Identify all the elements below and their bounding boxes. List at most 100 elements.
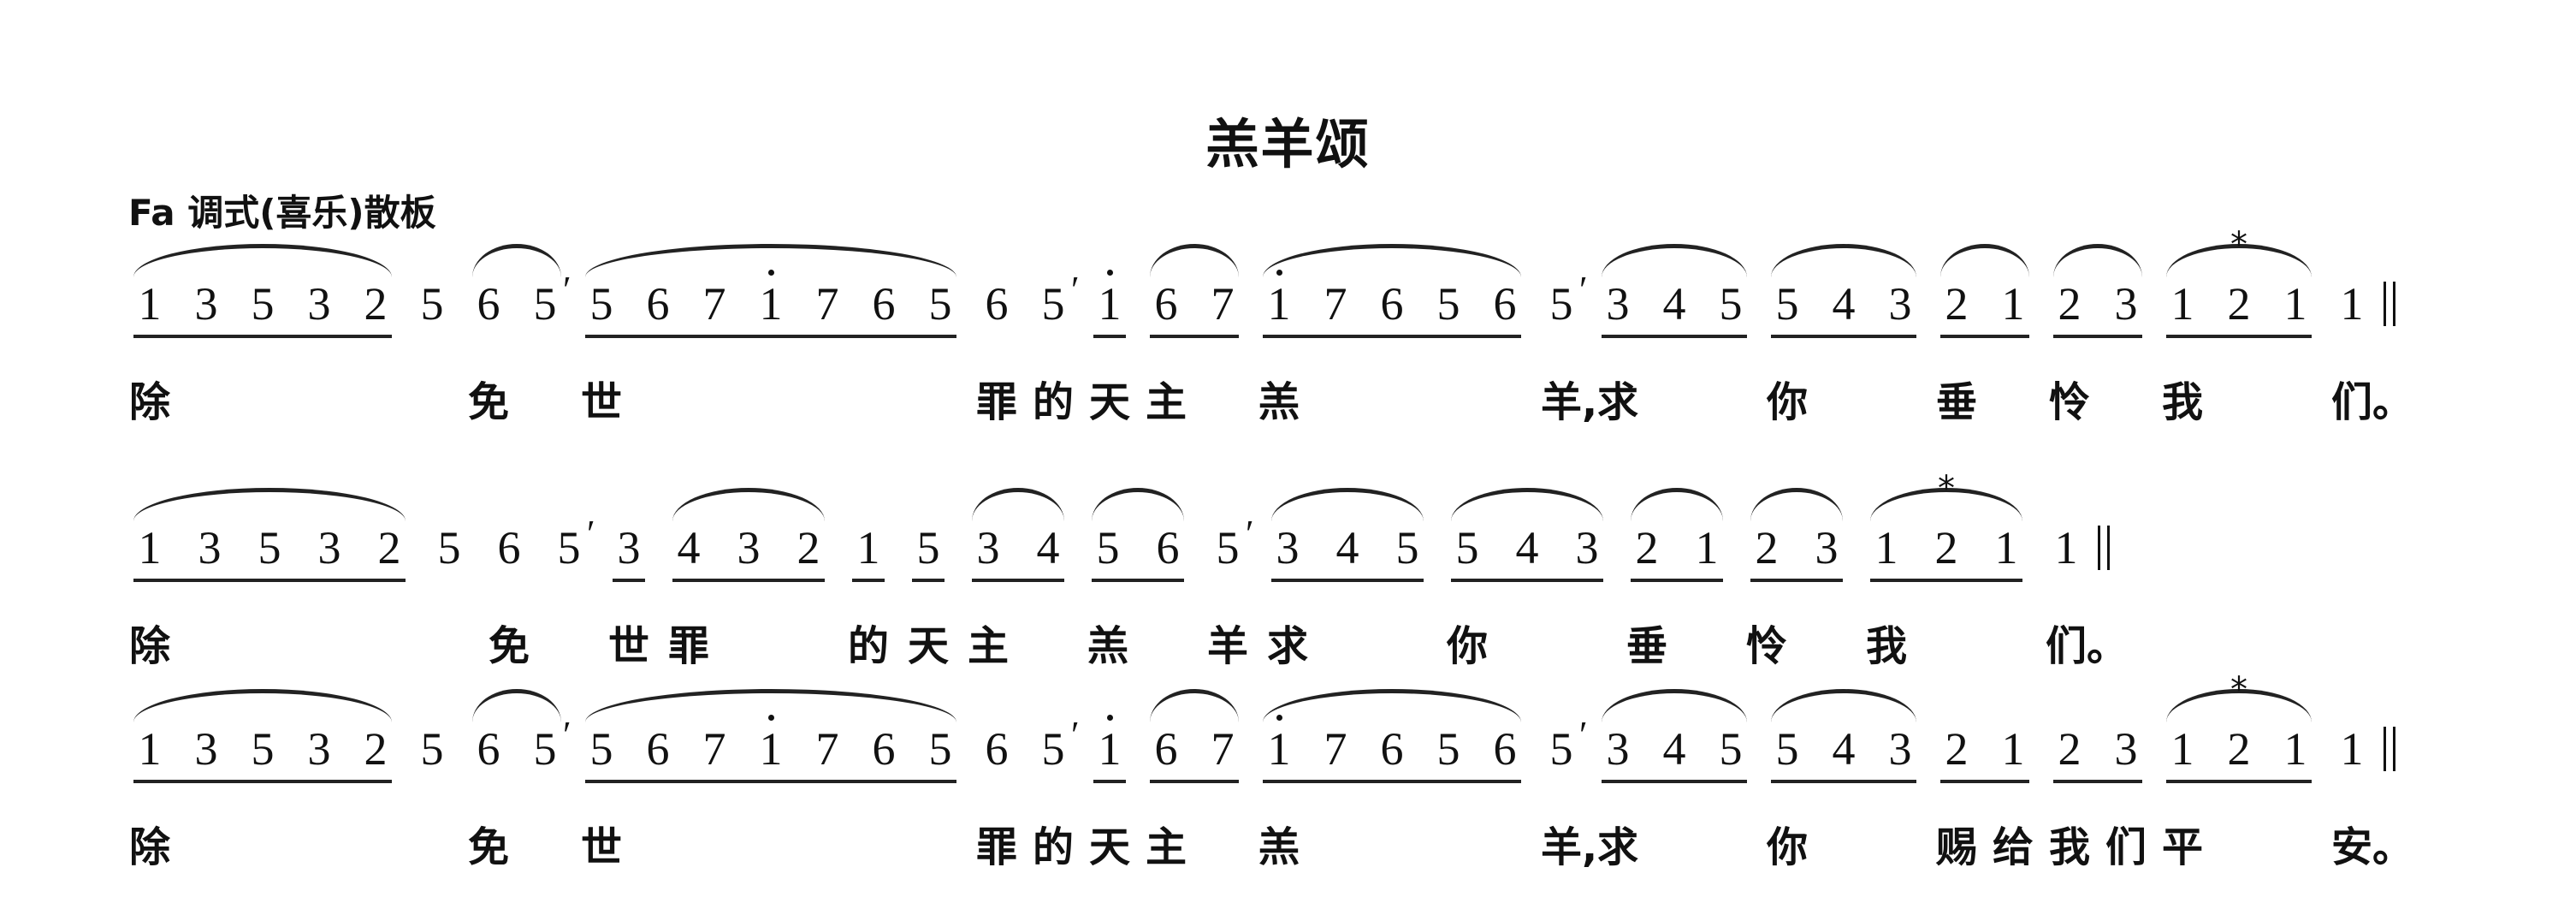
lyric: 主: [968, 622, 1010, 670]
note: 4: [1036, 522, 1060, 573]
note: 5: [1436, 278, 1460, 330]
slur: [1870, 488, 2022, 521]
slur: [672, 488, 825, 521]
slur: [1092, 488, 1184, 521]
breath-mark: ′: [587, 513, 595, 555]
note: 5: [437, 522, 461, 573]
note: 6: [872, 723, 896, 775]
note: 6: [497, 522, 521, 573]
slur: [1771, 689, 1916, 722]
note: 2: [2058, 278, 2082, 330]
note: 2: [364, 723, 388, 775]
underline-beam: [912, 579, 945, 582]
note: 1: [1258, 715, 1300, 775]
lyric: 罪: [976, 823, 1018, 871]
note: 2: [1934, 522, 1958, 573]
note: 5: [251, 278, 275, 330]
note: 3: [1606, 278, 1630, 330]
note: 6: [477, 723, 500, 775]
lyric: 羔: [1087, 622, 1129, 670]
note: 3: [307, 723, 331, 775]
underline-beam: [972, 579, 1064, 582]
note: 1: [1088, 270, 1131, 330]
key-tempo-marking: Fa 调式(喜乐)散板: [128, 192, 436, 234]
underline-beam: [672, 579, 825, 582]
slur: [2166, 689, 2312, 722]
song-title: 羔羊颂: [1205, 113, 1371, 175]
note: 3: [976, 522, 1000, 573]
note: 2: [796, 522, 820, 573]
breath-mark: ′: [1071, 269, 1080, 311]
note: 5: [916, 522, 940, 573]
note: 6: [477, 278, 500, 330]
final-barline: [2098, 526, 2110, 570]
note: 1: [138, 278, 162, 330]
lyric: 免: [468, 823, 510, 871]
note: 1: [2340, 723, 2364, 775]
note: 1: [1695, 522, 1719, 573]
underline-beam: [1451, 579, 1603, 582]
breath-mark: ′: [1579, 269, 1588, 311]
note: 1: [1874, 522, 1898, 573]
lyric: 主: [1146, 823, 1187, 871]
underline-beam: [2053, 780, 2142, 783]
lyric: 赐: [1936, 823, 1978, 871]
note: 5: [928, 723, 952, 775]
note: 4: [1662, 723, 1686, 775]
underline-beam: [1750, 579, 1843, 582]
underline-beam: [585, 335, 956, 338]
fermata-star-icon: *: [2230, 225, 2247, 264]
underline-beam: [133, 335, 392, 338]
note: 3: [1575, 522, 1599, 573]
note: 6: [1380, 278, 1404, 330]
lyric: 世: [608, 622, 650, 670]
lyric: 我: [1866, 622, 1908, 670]
underline-beam: [2166, 335, 2312, 338]
note: 5: [1395, 522, 1419, 573]
note: 7: [1211, 278, 1235, 330]
lyric: 除: [129, 622, 171, 670]
lyric: 你: [1447, 622, 1489, 670]
note: 2: [2227, 278, 2251, 330]
note: 5: [1775, 278, 1799, 330]
note: 7: [815, 278, 839, 330]
note: 5: [1549, 723, 1573, 775]
lyric: 罪: [668, 622, 710, 670]
note: 5: [928, 278, 952, 330]
underline-beam: [852, 579, 885, 582]
underline-beam: [1093, 780, 1126, 783]
note: 5: [589, 723, 613, 775]
underline-beam: [1092, 579, 1184, 582]
note: 1: [2283, 723, 2307, 775]
lyric: 平: [2162, 823, 2204, 871]
slur: [1263, 689, 1521, 722]
lyric: 免: [489, 622, 530, 670]
note: 2: [1945, 278, 1969, 330]
lyric: 罪: [976, 378, 1018, 426]
lyric: 除: [129, 378, 171, 426]
lyric: 天: [1089, 823, 1131, 871]
lyric: 怜: [2049, 378, 2091, 426]
note: 3: [194, 723, 218, 775]
note: 5: [1549, 278, 1573, 330]
note: 5: [1455, 522, 1479, 573]
slur: [133, 244, 392, 277]
underline-beam: [1150, 780, 1239, 783]
lyric: 们: [2105, 823, 2147, 871]
note: 4: [1335, 522, 1359, 573]
slur: [585, 689, 956, 722]
note: 7: [702, 278, 726, 330]
note: 5: [1096, 522, 1120, 573]
slur: [1150, 244, 1239, 277]
lyric: 羔: [1258, 823, 1300, 871]
high-octave-dot: [1107, 715, 1113, 721]
underline-beam: [1150, 335, 1239, 338]
note: 3: [198, 522, 222, 573]
breath-mark: ′: [563, 714, 571, 756]
lyric: 垂: [1626, 622, 1668, 670]
note: 3: [737, 522, 761, 573]
lyric: 们。: [2046, 622, 2129, 670]
slur: [1750, 488, 1843, 521]
note: 4: [677, 522, 701, 573]
note: 5: [1041, 278, 1065, 330]
